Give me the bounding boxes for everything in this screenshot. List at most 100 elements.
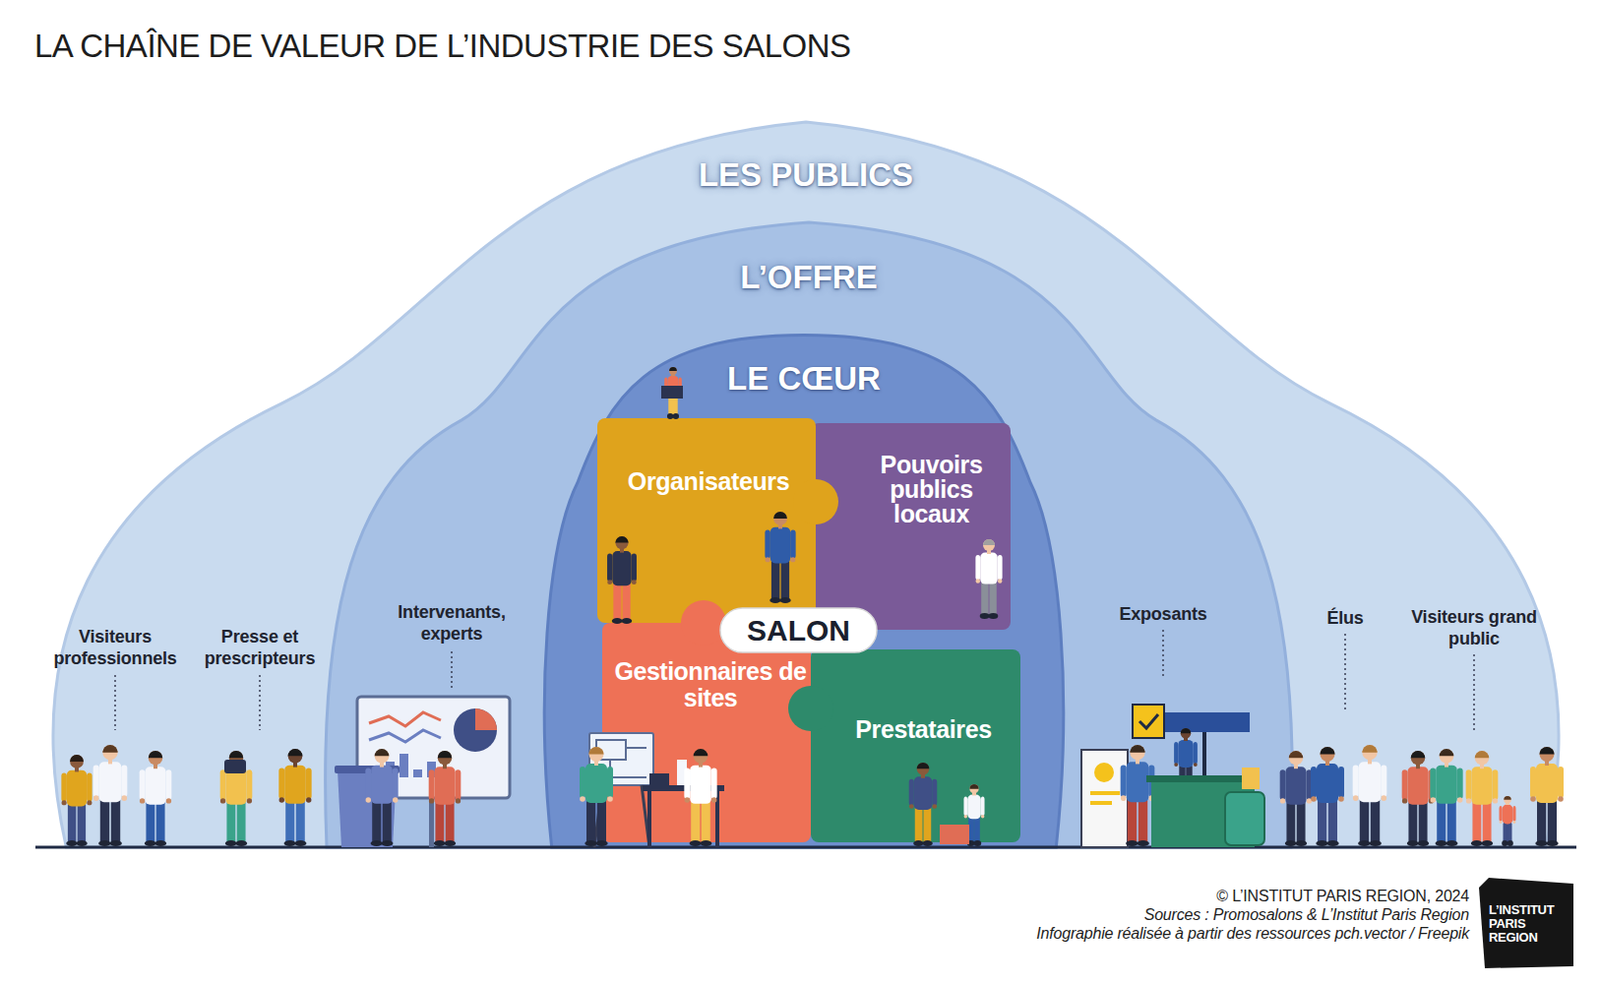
person-hair [983, 539, 995, 546]
node-text: L’INSTITUT PARIS REGION [1488, 903, 1568, 945]
person-torso [585, 763, 608, 803]
person-neck [778, 524, 783, 530]
person-hair [615, 536, 628, 544]
logo-block: L’INSTITUT PARIS REGION [1478, 877, 1574, 969]
table-top [642, 785, 725, 792]
person-head [983, 539, 995, 552]
person-leg [1547, 799, 1557, 844]
person-shoe [75, 840, 87, 847]
person-figure [365, 748, 398, 847]
person-shoe [1445, 840, 1458, 847]
person-leg [668, 394, 674, 417]
person-neck [1367, 758, 1372, 764]
person-head [615, 536, 628, 550]
person-arm [963, 796, 968, 816]
person-torso [980, 553, 998, 585]
person-shoe [1285, 840, 1297, 847]
person-leg [673, 394, 678, 417]
person-arm [683, 768, 690, 800]
node-text: SALON [719, 615, 878, 647]
person-arm [607, 553, 613, 582]
person-head [1439, 748, 1455, 764]
ground-line [35, 846, 1577, 850]
person-shoe [1435, 840, 1448, 847]
sign-pole [1202, 732, 1207, 782]
person-leg [981, 580, 988, 616]
board-bar [427, 761, 436, 778]
person-leg [988, 580, 996, 616]
person-shoe [913, 840, 924, 847]
person-figure [607, 536, 637, 624]
person-hair [1503, 796, 1512, 800]
puzzle-fill [810, 423, 1011, 630]
person-shoe [1480, 840, 1493, 847]
person-torso [1536, 763, 1558, 803]
easel-leg [641, 785, 650, 848]
person-figure [1353, 744, 1388, 847]
node-text: Prestataires [832, 716, 1015, 743]
person-leg [382, 800, 392, 844]
person-figure [429, 750, 462, 847]
person-leg [285, 800, 295, 844]
center-pill: SALON [719, 607, 878, 654]
person-leg [371, 800, 381, 844]
footer-note: © L’INSTITUT PARIS REGION, 2024 [1216, 886, 1470, 906]
person-shoe [225, 840, 238, 847]
person-figure [909, 762, 938, 847]
leader-line [1473, 654, 1476, 731]
person-hand [664, 392, 668, 396]
person-hand [790, 556, 796, 562]
person-head [288, 748, 304, 764]
person-arm [1380, 764, 1387, 798]
person-shoe [294, 840, 307, 847]
person-arm [1428, 769, 1435, 800]
person-shoe [987, 613, 998, 619]
person-arm [86, 772, 93, 801]
person-hand [1120, 795, 1127, 801]
person-leg [1370, 798, 1380, 844]
person-hand [1280, 798, 1286, 803]
node-text: LE CŒUR [541, 362, 1067, 396]
node-text: LES PUBLICS [35, 158, 1577, 192]
puzzle-piece: Pouvoirs publics locaux [810, 423, 1011, 630]
person-head [773, 511, 788, 526]
person-head [1411, 750, 1425, 765]
person-hand [429, 798, 434, 803]
person-torso [612, 551, 631, 586]
person-hair [1411, 750, 1425, 758]
person-torso [99, 761, 122, 802]
person-leg [1138, 798, 1148, 844]
person-leg [1418, 800, 1428, 844]
person-hand [711, 797, 717, 802]
person-leg [1185, 764, 1192, 796]
person-hand [1499, 820, 1503, 824]
stand-counter [1151, 780, 1255, 848]
person-arm [306, 768, 312, 800]
person-torso [433, 766, 455, 804]
person-leg [1503, 822, 1509, 845]
model-block [676, 759, 687, 786]
kiosk-text [1090, 800, 1112, 805]
person-arm [1280, 769, 1287, 800]
person-shoe [779, 597, 791, 604]
stand-kiosk [1081, 749, 1128, 848]
puzzle-outline [597, 418, 816, 623]
person-leg [622, 582, 631, 621]
puzzle-piece: Prestataires [810, 649, 1021, 843]
person-shoe [1407, 840, 1419, 847]
counter-top [1146, 775, 1260, 783]
person-leg [100, 798, 110, 844]
person-shoe [65, 840, 77, 847]
person-arm [1310, 766, 1317, 799]
person-hair [1361, 744, 1377, 753]
person-head [1361, 744, 1377, 760]
person-hair [1289, 750, 1303, 758]
board-bar [413, 769, 423, 778]
product-drum [1225, 792, 1265, 846]
person-arm [579, 766, 586, 799]
laptop [661, 385, 683, 399]
person-head [437, 750, 452, 765]
person-leg [915, 806, 924, 844]
board-pie-slice [475, 708, 497, 731]
